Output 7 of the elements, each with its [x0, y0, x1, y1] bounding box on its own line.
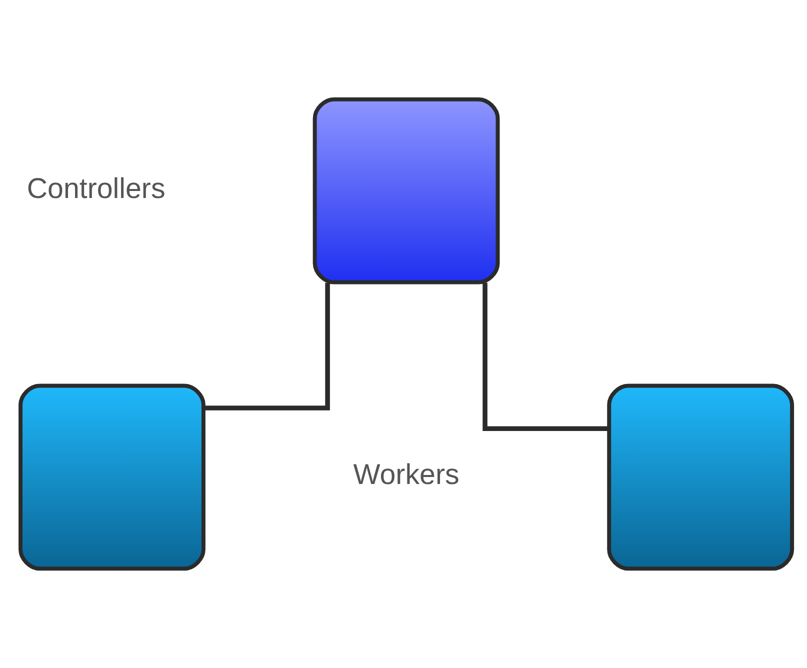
node-box — [607, 384, 794, 571]
connector — [482, 282, 609, 432]
connector — [204, 282, 330, 410]
node-box — [312, 97, 500, 284]
label: Workers — [353, 459, 460, 492]
node-box — [18, 384, 206, 571]
label: Controllers — [26, 172, 166, 205]
